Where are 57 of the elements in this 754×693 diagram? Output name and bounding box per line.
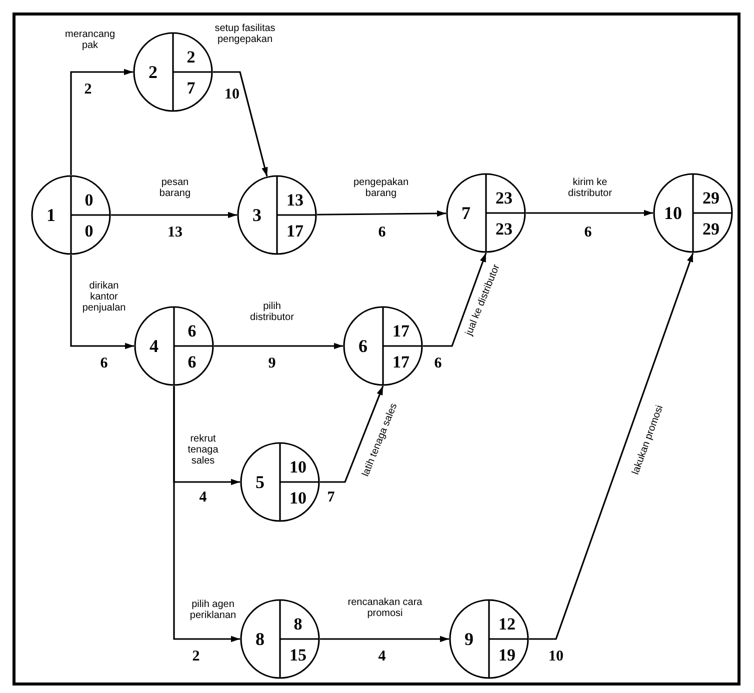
- duration-label: 10: [548, 650, 564, 664]
- duration-label: 13: [168, 226, 182, 240]
- event-number: 3: [252, 206, 262, 224]
- arrow: [70, 255, 134, 350]
- earliest-time: 23: [496, 190, 512, 206]
- event-number: 4: [150, 337, 158, 355]
- earliest-time: 10: [290, 458, 306, 476]
- arrow: [526, 210, 653, 216]
- arrow: [214, 342, 343, 350]
- latest-time: 10: [290, 490, 306, 506]
- activity-label: rencanakan cara promosi: [345, 597, 425, 619]
- arrow: [173, 386, 240, 642]
- earliest-time: 6: [188, 322, 196, 340]
- arrow: [320, 386, 384, 483]
- duration-label: 4: [378, 650, 386, 664]
- arrow: [111, 212, 237, 218]
- duration-label: 2: [192, 650, 200, 664]
- latest-time: 15: [290, 646, 306, 664]
- latest-time: 17: [392, 354, 410, 370]
- arrow: [317, 210, 446, 217]
- event-number: 7: [462, 204, 470, 222]
- duration-label: 6: [100, 356, 108, 372]
- earliest-time: 2: [186, 48, 196, 66]
- event-number: 2: [148, 63, 158, 81]
- latest-time: 23: [496, 220, 512, 238]
- latest-time: 17: [286, 222, 304, 240]
- latest-time: 6: [188, 354, 196, 370]
- duration-label: 6: [434, 356, 442, 372]
- event-number: 10: [664, 204, 682, 222]
- earliest-time: 12: [498, 616, 516, 632]
- latest-time: 19: [498, 646, 516, 664]
- earliest-time: 0: [84, 192, 94, 208]
- latest-time: 7: [186, 80, 196, 96]
- duration-label: 9: [268, 356, 276, 372]
- event-number: 9: [464, 630, 474, 648]
- duration-label: 2: [84, 82, 92, 98]
- arrow: [70, 68, 133, 175]
- earliest-time: 29: [702, 190, 720, 206]
- earliest-time: 8: [294, 616, 302, 632]
- arrow: [213, 71, 268, 176]
- duration-label: 6: [584, 226, 592, 240]
- arrow: [423, 252, 487, 347]
- duration-label: 4: [199, 490, 207, 506]
- event-number: 5: [256, 473, 264, 491]
- event-number: 8: [256, 630, 264, 648]
- duration-label: 6: [378, 226, 386, 240]
- activity-label: latih tenaga sales: [360, 402, 400, 478]
- arrow: [529, 252, 694, 640]
- event-number: 6: [358, 337, 368, 355]
- latest-time: 0: [84, 222, 94, 240]
- earliest-time: 17: [392, 322, 410, 340]
- earliest-time: 13: [286, 192, 304, 208]
- event-number: 1: [46, 206, 56, 224]
- duration-label: 7: [327, 490, 335, 506]
- latest-time: 29: [702, 220, 720, 238]
- arrow: [320, 636, 449, 642]
- duration-label: 10: [224, 88, 240, 102]
